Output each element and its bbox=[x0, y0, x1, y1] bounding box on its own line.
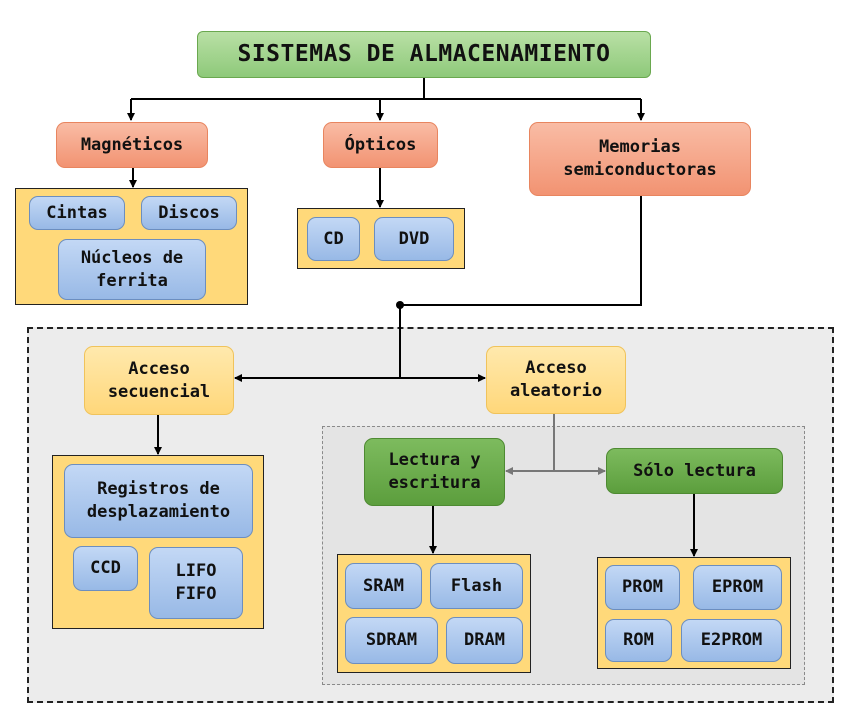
lifo-fifo-node: LIFO FIFO bbox=[149, 547, 243, 619]
dvd-node: DVD bbox=[374, 217, 454, 261]
lectura-escritura-node: Lectura y escritura bbox=[364, 438, 505, 506]
semiconductoras-node: Memorias semiconductoras bbox=[529, 122, 751, 196]
opticos-node: Ópticos bbox=[323, 122, 438, 168]
cd-node: CD bbox=[307, 217, 360, 261]
cintas-node: Cintas bbox=[29, 196, 125, 230]
magneticos-node: Magnéticos bbox=[56, 122, 208, 168]
prom-node: PROM bbox=[605, 565, 680, 610]
sram-node: SRAM bbox=[345, 563, 422, 609]
dram-node: DRAM bbox=[446, 617, 523, 664]
solo-lectura-node: Sólo lectura bbox=[606, 448, 783, 494]
flash-node: Flash bbox=[430, 563, 523, 609]
junction-dot bbox=[396, 301, 404, 309]
e2prom-node: E2PROM bbox=[681, 619, 782, 662]
discos-node: Discos bbox=[141, 196, 237, 230]
registros-desplazamiento-node: Registros de desplazamiento bbox=[64, 464, 253, 538]
acceso-secuencial-node: Acceso secuencial bbox=[84, 346, 234, 415]
eprom-node: EPROM bbox=[693, 565, 782, 610]
acceso-aleatorio-node: Acceso aleatorio bbox=[486, 346, 626, 414]
sdram-node: SDRAM bbox=[345, 617, 438, 664]
rom-node: ROM bbox=[605, 619, 672, 662]
diagram-title: SISTEMAS DE ALMACENAMIENTO bbox=[197, 31, 651, 78]
nucleos-ferrita-node: Núcleos de ferrita bbox=[58, 239, 206, 300]
ccd-node: CCD bbox=[73, 546, 138, 591]
